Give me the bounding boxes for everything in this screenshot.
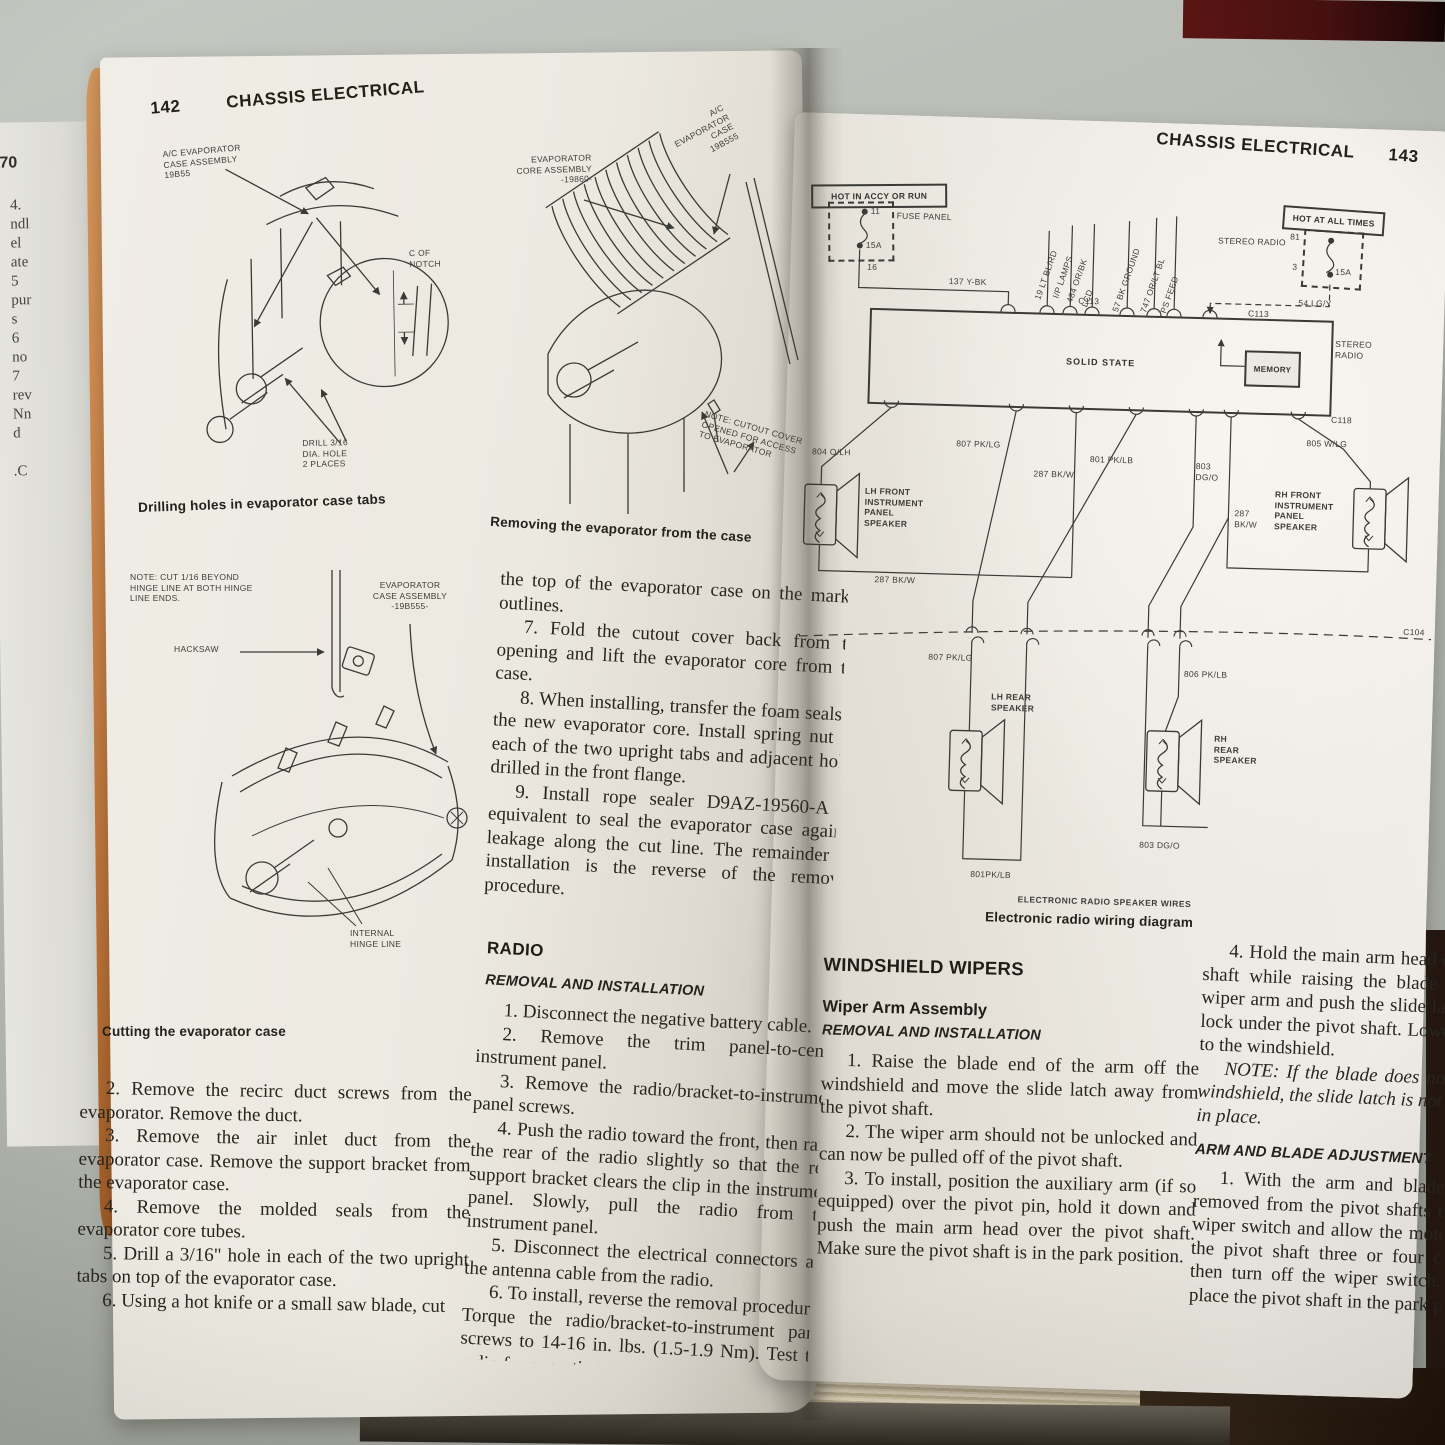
label-wire-804: 804 O/LH: [811, 446, 851, 458]
label-wire-287-bottom: 287 BK/W: [874, 574, 916, 586]
label-wire-801-front: 801 PK/LB: [1089, 454, 1134, 466]
label-cut-note: NOTE: CUT 1/16 BEYOND HINGE LINE AT BOTH…: [130, 572, 253, 603]
figure-drilling-holes-art: [206, 168, 449, 444]
label-lh-front-speaker: LH FRONT INSTRUMENT PANEL SPEAKER: [863, 485, 924, 529]
wipers-removal-subheading: REMOVAL AND INSTALLATION: [821, 1022, 1042, 1044]
step-paragraph: 5. Drill a 3/16" hole in each of the two…: [76, 1242, 470, 1292]
label-wire-807-rear: 807 PK/LG: [928, 651, 973, 663]
label-evaporator-case-assembly-2: EVAPORATOR CASE ASSEMBLY -19B555-: [372, 580, 448, 611]
label-c118: C118: [1330, 414, 1353, 426]
label-c104: C104: [1403, 626, 1425, 638]
label-wire-287-right: 287 BK/W: [1234, 508, 1258, 530]
step-paragraph: 3. Remove the air inlet duct from the ev…: [78, 1125, 472, 1196]
radio-step: 4. Push the radio toward the front, then…: [466, 1117, 840, 1238]
caption-cutting-case: Cutting the evaporator case: [102, 1024, 286, 1039]
fuse-box-left: [827, 201, 895, 262]
wiper-arm-subheading: Wiper Arm Assembly: [822, 997, 988, 1020]
wiper-step: 2. The wiper arm should not be unlocked …: [818, 1120, 1198, 1172]
label-wire-137: 137 Y-BK: [948, 276, 987, 288]
figure-drilling-holes: A/C EVAPORATOR CASE ASSEMBLY 19B55 C OF …: [129, 123, 471, 501]
label-pin-3: 3: [1292, 261, 1298, 272]
wiring-diagram: HOT IN ACCY OR RUN HOT AT ALL TIMES SOLI…: [784, 166, 1445, 966]
label-pin-16: 16: [867, 261, 878, 273]
wiper-adjust-step: 1. With the arm and blade assembly remov…: [1188, 1167, 1445, 1319]
label-c-of-notch: C OF NOTCH: [408, 247, 441, 269]
background-book-spine-top: [1182, 0, 1445, 42]
step-paragraph: 4. Remove the molded seals from the evap…: [77, 1195, 470, 1243]
label-wire-287-mid: 287 BK/W: [1033, 468, 1075, 480]
label-stereo-radio-right: STEREO RADIO: [1334, 338, 1373, 361]
figure-cutting-case-art: [213, 570, 468, 927]
middle-column: the top of the evaporator case on the ma…: [460, 567, 849, 1376]
label-rh-rear-speaker: RH REAR SPEAKER: [1213, 733, 1257, 766]
label-internal-hinge-line: INTERNAL HINGE LINE: [350, 928, 402, 949]
label-evaporator-core-assembly: EVAPORATOR CORE ASSEMBLY -19860-: [516, 152, 593, 185]
label-c113-left: C113: [1078, 295, 1100, 307]
figure-removing-evaporator-art: [545, 131, 799, 514]
label-fuse-panel: FUSE PANEL: [896, 210, 953, 223]
label-wire-806: 806 PK/LB: [1183, 668, 1228, 680]
wipers-column-right: 4. Hold the main arm head on the pivot s…: [1188, 939, 1445, 1321]
label-wire-801-rear: 801PK/LB: [970, 868, 1012, 880]
right-page-number: 143: [1387, 145, 1420, 167]
label-lh-rear-speaker: LH REAR SPEAKER: [990, 691, 1035, 714]
label-pin-11: 11: [870, 205, 881, 217]
label-wire-807-front: 807 PK/LG: [956, 438, 1001, 450]
fuse-box-right: [1300, 228, 1365, 291]
wiper-step: 4. Hold the main arm head on the pivot s…: [1199, 940, 1445, 1061]
background-table-right: [1426, 930, 1445, 1445]
label-wire-54: 54 LG/Y: [1298, 297, 1332, 309]
label-rh-front-speaker: RH FRONT INSTRUMENT PANEL SPEAKER: [1273, 489, 1334, 532]
figure-cutting-case: NOTE: CUT 1/16 BEYOND HINGE LINE AT BOTH…: [112, 566, 476, 1022]
stub-page-number: 70: [0, 154, 18, 172]
step-paragraph: 2. Remove the recirc duct screws from th…: [79, 1078, 473, 1126]
label-c113-right: C113: [1247, 308, 1270, 319]
memory-box: MEMORY: [1244, 350, 1302, 388]
left-column-steps: 2. Remove the recirc duct screws from th…: [76, 1077, 472, 1319]
label-wire-805: 805 W/LG: [1306, 438, 1348, 450]
wiper-step: 3. To install, position the auxiliary ar…: [816, 1167, 1197, 1268]
label-pin-81: 81: [1290, 231, 1301, 242]
left-page-number: 142: [149, 96, 182, 118]
wipers-column: WINDSHIELD WIPERS Wiper Arm Assembly REM…: [816, 953, 1201, 1269]
stub-text-fragments: 4. ndl el ate 5 pur s 6 no 7 rev Nn d .C: [9, 197, 32, 480]
label-wire-803-front: 803 DG/O: [1195, 461, 1219, 483]
wiring-diagram-art: [798, 208, 1432, 861]
figure-removing-evaporator: EVAPORATOR CORE ASSEMBLY -19860- A/C EVA…: [478, 102, 810, 532]
label-pin-15a-2: 15A: [1335, 266, 1352, 278]
label-drill-hole: DRILL 3/16 DIA. HOLE 2 PLACES: [302, 437, 349, 469]
wiper-step: 1. Raise the blade end of the arm off th…: [819, 1050, 1200, 1121]
label-stereo-radio-top: STEREO RADIO: [1217, 235, 1287, 248]
banner-hot-in-accy: HOT IN ACCY OR RUN: [811, 183, 948, 209]
wiper-note: NOTE: If the blade does not touch the wi…: [1196, 1058, 1445, 1128]
label-hacksaw: HACKSAW: [174, 644, 219, 654]
label-pin-15a: 15A: [865, 239, 882, 251]
label-wire-803-rear: 803 DG/O: [1139, 839, 1180, 851]
